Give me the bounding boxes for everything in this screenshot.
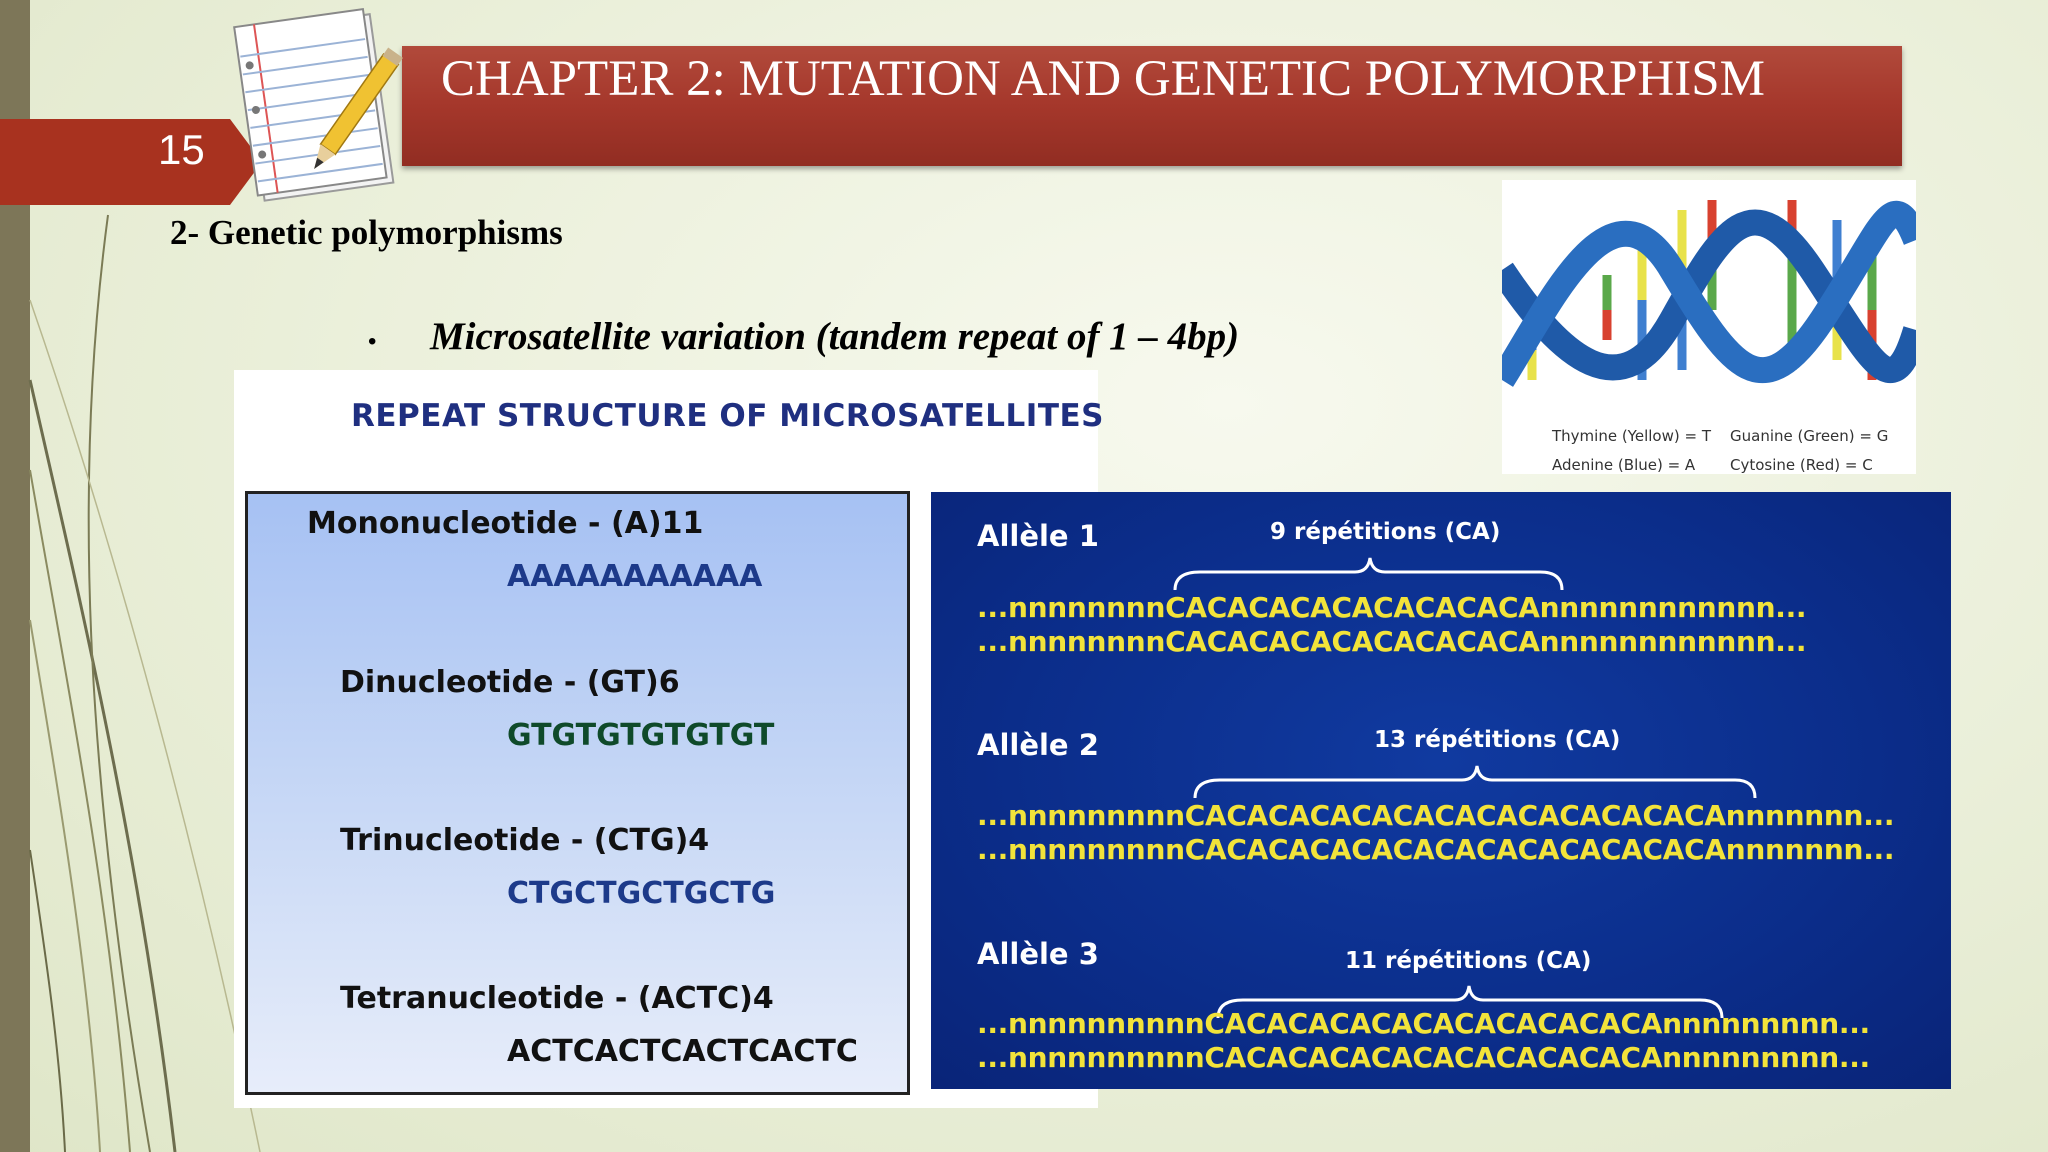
type-seq-trinucleotide: CTGCTGCTGCTG [507, 876, 776, 911]
allele-1-seq-2: ...nnnnnnnnCACACACACACACACACAnnnnnnnnnnn… [977, 625, 1807, 658]
allele-3-label: Allèle 3 [977, 937, 1099, 971]
page-title: CHAPTER 2: MUTATION AND GENETIC POLYMORP… [441, 51, 1765, 107]
slide-number: 15 [158, 126, 205, 173]
type-label-tetranucleotide: Tetranucleotide - (ACTC)4 [340, 981, 774, 1016]
dna-helix-icon [1490, 200, 1929, 387]
allele-2-label: Allèle 2 [977, 728, 1099, 762]
alleles-panel [931, 492, 1951, 1089]
legend-guanine: Guanine (Green) = G [1730, 427, 1889, 445]
legend-cytosine: Cytosine (Red) = C [1730, 456, 1873, 474]
allele-1-seq-1: ...nnnnnnnnCACACACACACACACACAnnnnnnnnnnn… [977, 591, 1807, 624]
allele-3-seq-1: ...nnnnnnnnnnCACACACACACACACACACACAnnnnn… [977, 1007, 1870, 1040]
figure-title: REPEAT STRUCTURE OF MICROSATELLITES [351, 398, 1104, 434]
type-seq-dinucleotide: GTGTGTGTGTGT [507, 718, 775, 753]
type-label-trinucleotide: Trinucleotide - (CTG)4 [340, 823, 710, 858]
title-bar [402, 46, 1902, 166]
allele-2-seq-2: ...nnnnnnnnnCACACACACACACACACACACACACAnn… [977, 833, 1895, 866]
section-subtitle: 2- Genetic polymorphisms [170, 213, 563, 252]
dna-helix-image: Thymine (Yellow) = T Guanine (Green) = G… [1490, 180, 1929, 474]
allele-3-repeats: 11 répétitions (CA) [1345, 948, 1592, 974]
type-label-dinucleotide: Dinucleotide - (GT)6 [340, 665, 680, 700]
allele-1-label: Allèle 1 [977, 519, 1099, 553]
notepad-pencil-icon [233, 7, 403, 202]
legend-thymine: Thymine (Yellow) = T [1552, 427, 1711, 445]
type-seq-tetranucleotide: ACTCACTCACTCACTC [507, 1034, 858, 1069]
allele-2-seq-1: ...nnnnnnnnnCACACACACACACACACACACACACAnn… [977, 799, 1895, 832]
legend-adenine: Adenine (Blue) = A [1552, 456, 1696, 474]
repeat-types-panel [245, 491, 910, 1095]
bullet-point: • [368, 328, 377, 355]
slide-number-tab [0, 119, 262, 205]
allele-1-repeats: 9 répétitions (CA) [1270, 519, 1501, 545]
type-label-mononucleotide: Mononucleotide - (A)11 [307, 506, 704, 541]
allele-2-repeats: 13 répétitions (CA) [1374, 727, 1621, 753]
type-seq-mononucleotide: AAAAAAAAAAA [507, 559, 763, 594]
allele-3-seq-2: ...nnnnnnnnnnCACACACACACACACACACACAnnnnn… [977, 1041, 1870, 1074]
decorative-curves [28, 214, 261, 1152]
bullet-text: Microsatellite variation (tandem repeat … [430, 315, 1240, 358]
